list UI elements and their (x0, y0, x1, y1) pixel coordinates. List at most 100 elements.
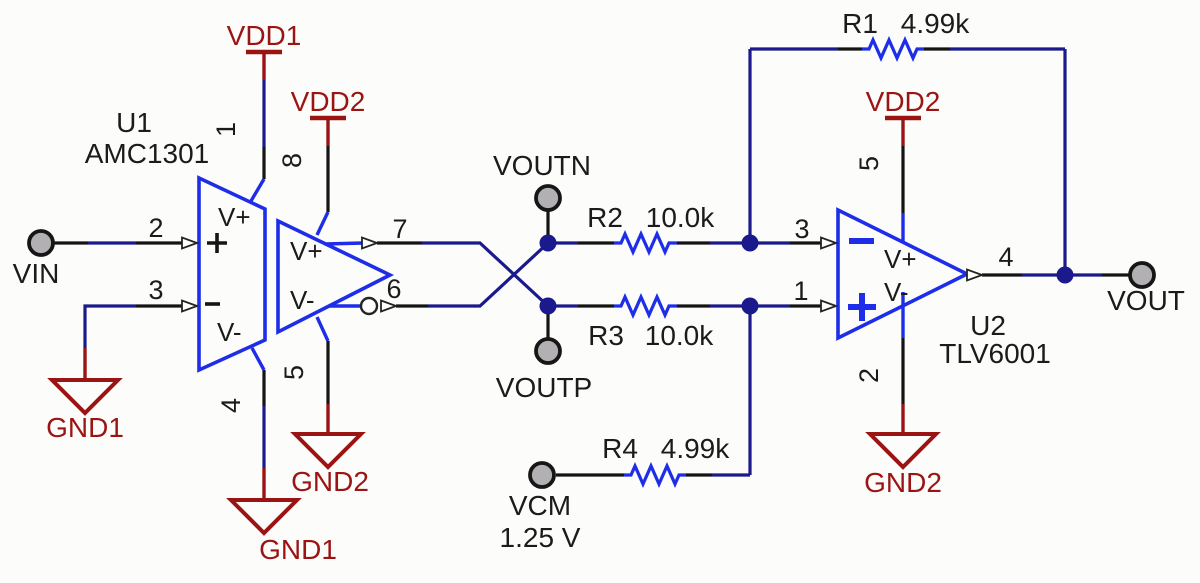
gnd2-triangle-icon (865, 432, 941, 470)
vdd2-label: VDD2 (866, 86, 941, 117)
voutp-terminal-icon (534, 337, 562, 365)
u1-pin8-kink (315, 211, 330, 236)
u1-pin6-arrow-icon (380, 299, 399, 313)
u1-inverted-output-bubble-icon (359, 296, 379, 316)
u1-input-vplus-label: V+ (218, 202, 251, 232)
vcm-label: VCM (509, 490, 571, 521)
r2-value-label: 10.0k (646, 202, 715, 233)
u1-pin8-number: 8 (277, 153, 307, 168)
u2-ref-label: U2 (970, 310, 1006, 341)
r4-ref-label: R4 (602, 433, 638, 464)
u1-pin3-arrow-icon (181, 299, 200, 313)
r2-zigzag-icon (614, 230, 677, 256)
u1-pin4-number: 4 (216, 398, 246, 413)
voutp-label: VOUTP (496, 372, 592, 403)
r3-zigzag-icon (614, 293, 677, 319)
u1-pin7-exit-wire (324, 241, 364, 246)
u1-pin2-arrow-icon (181, 236, 200, 250)
u2-part-label: TLV6001 (939, 338, 1051, 369)
terminal-voutp: VOUTP (496, 337, 592, 403)
resistor-r4: R4 4.99k (556, 433, 750, 488)
gnd2-triangle-icon (290, 432, 366, 470)
u1-pin7-arrow-icon (361, 236, 380, 250)
voutn-terminal-icon (534, 184, 562, 212)
u2-vplus-label: V+ (884, 244, 917, 274)
u1-input-vminus-label: V- (217, 317, 242, 347)
gnd1-symbol-left: GND1 (46, 348, 124, 443)
u1-output-vplus-label: V+ (290, 236, 323, 266)
junction-vout (1056, 266, 1074, 284)
vdd1-label: VDD1 (227, 20, 302, 51)
u1-output-stage-body (276, 218, 395, 335)
net-voutp (396, 241, 578, 339)
u1-noninverting-plus-icon (207, 233, 227, 253)
gnd1-triangle-icon (226, 498, 302, 536)
u1-pin2-number: 2 (148, 213, 163, 243)
u2-pin1-number: 1 (793, 276, 808, 306)
vout-label: VOUT (1107, 285, 1185, 316)
gnd2-label: GND2 (291, 466, 369, 497)
junction-voutp (539, 297, 557, 315)
terminal-vin: VIN (13, 229, 60, 289)
u2-noninverting-plus-icon (848, 293, 876, 321)
u1-pin3-number: 3 (148, 275, 163, 305)
vcm-terminal-icon (528, 461, 556, 489)
gnd1-triangle-icon (47, 378, 123, 416)
terminal-voutn: VOUTN (493, 150, 591, 212)
u2-pin3-number: 3 (794, 214, 809, 244)
u2-pin5-number: 5 (854, 156, 884, 171)
u1-pin4-kink (250, 347, 266, 371)
u1-pin5-kink (315, 316, 330, 342)
vcm-voltage-label: 1.25 V (500, 522, 581, 553)
gnd1-label: GND1 (46, 412, 124, 443)
resistor-r1: R1 4.99k (750, 8, 1065, 62)
vin-terminal-icon (27, 229, 55, 257)
vdd1-power-flag: VDD1 (227, 20, 302, 80)
gnd2-symbol-u1: GND2 (290, 404, 369, 497)
u2-pin4-number: 4 (998, 242, 1013, 272)
vdd2-power-flag-u2: VDD2 (866, 86, 941, 146)
pin7-crossover-wire (422, 241, 550, 308)
resistor-r2: R2 10.0k (578, 202, 715, 256)
r3-ref-label: R3 (588, 320, 624, 351)
terminal-vcm: VCM 1.25 V (500, 461, 581, 553)
r2-ref-label: R2 (587, 202, 623, 233)
r1-value-label: 4.99k (901, 8, 970, 39)
r4-zigzag-icon (624, 462, 686, 488)
u2-vminus-label: V- (884, 277, 909, 307)
junction-u2-noninverting (741, 297, 759, 315)
voutn-label: VOUTN (493, 150, 591, 181)
u2-pin3-arrow-icon (820, 236, 839, 250)
u2-pin4-arrow-icon (966, 268, 985, 282)
pin6-crossover-wire (428, 241, 550, 308)
u2-pin2-number: 2 (854, 368, 884, 383)
terminal-vout: VOUT (1107, 261, 1185, 316)
resistor-r3: R3 10.0k (578, 293, 714, 351)
gnd1-symbol-bottom: GND1 (226, 468, 337, 565)
r4-value-label: 4.99k (661, 433, 730, 464)
gnd2-symbol-u2: GND2 (864, 404, 942, 498)
u1-pin7-number: 7 (392, 214, 407, 244)
u1-pin5-number: 5 (279, 365, 309, 380)
u1-pin1-kink (249, 178, 266, 202)
u1-pin6-number: 6 (386, 274, 401, 304)
u2-body (836, 207, 972, 341)
vdd2-label: VDD2 (291, 86, 366, 117)
u1-part-label: AMC1301 (85, 138, 210, 169)
u1-output-vminus-label: V- (290, 285, 315, 315)
r3-value-label: 10.0k (645, 320, 714, 351)
gnd1-label: GND1 (259, 534, 337, 565)
u1-pin1-number: 1 (211, 122, 241, 137)
u1-ref-label: U1 (116, 107, 152, 138)
junction-voutn (539, 234, 557, 252)
r1-zigzag-icon (862, 36, 924, 62)
vin-label: VIN (13, 258, 60, 289)
junction-u2-inverting (741, 234, 759, 252)
r1-ref-label: R1 (842, 8, 878, 39)
u2-pin1-arrow-icon (820, 299, 839, 313)
u1-isolation-amplifier: U1 AMC1301 V+ V- V+ V- 2 3 7 6 1 8 4 5 (85, 107, 408, 413)
gnd1-wire (83, 304, 136, 348)
net-gnd1-to-pin3 (83, 304, 182, 348)
